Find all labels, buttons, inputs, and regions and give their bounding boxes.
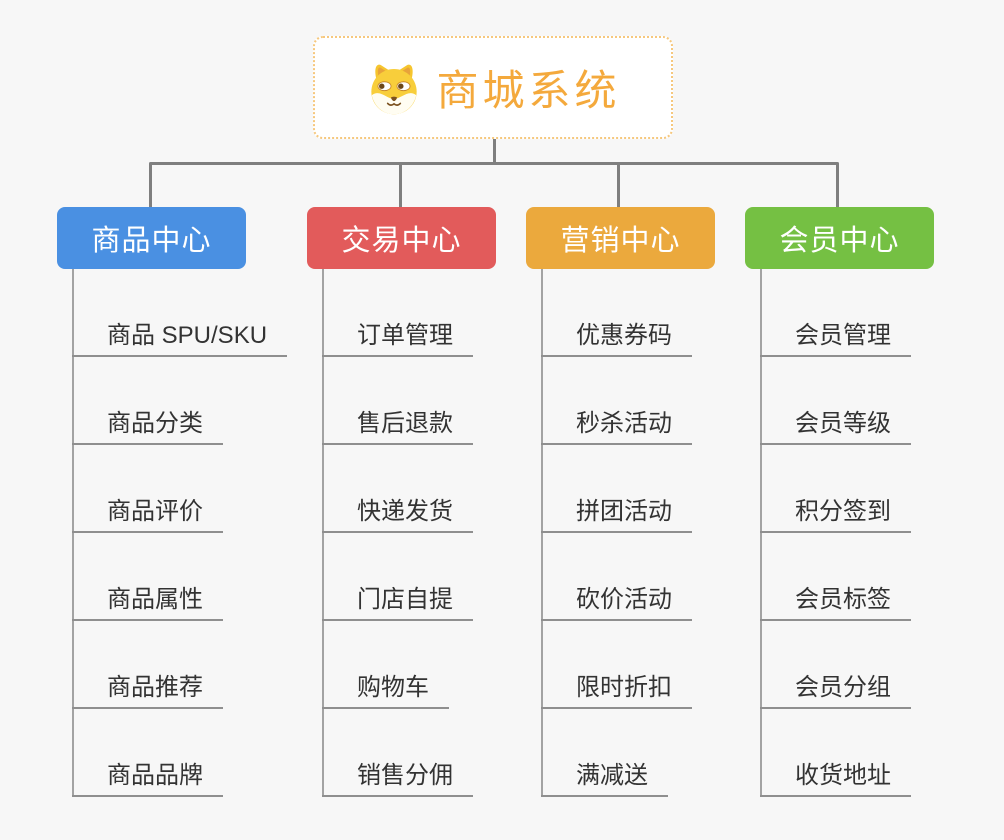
branch: 商品中心 商品 SPU/SKU 商品分类 商品评价 商品属性 商品推荐 商品品牌 bbox=[57, 207, 288, 797]
branch-item[interactable]: 商品 SPU/SKU bbox=[72, 269, 288, 357]
connector-stub-line bbox=[617, 164, 620, 207]
branch-item-label: 会员标签 bbox=[795, 585, 891, 613]
branch-item-label: 快递发货 bbox=[357, 497, 453, 525]
connector-root-drop-line bbox=[493, 139, 496, 165]
branch-item-label: 订单管理 bbox=[357, 321, 453, 349]
branch-item-label: 门店自提 bbox=[357, 585, 453, 613]
branch-header[interactable]: 交易中心 bbox=[307, 207, 496, 269]
branch-item-label: 商品分类 bbox=[107, 409, 203, 437]
branch-label: 交易中心 bbox=[341, 225, 462, 257]
branch-item[interactable]: 秒杀活动 bbox=[541, 357, 692, 445]
branch-item[interactable]: 商品品牌 bbox=[72, 709, 223, 797]
branch-item-label: 拼团活动 bbox=[576, 497, 672, 525]
branch-items: 会员管理 会员等级 积分签到 会员标签 会员分组 收货地址 bbox=[745, 269, 911, 797]
branch-item[interactable]: 满减送 bbox=[541, 709, 668, 797]
branch-item[interactable]: 商品推荐 bbox=[72, 621, 223, 709]
branch-item-label: 商品评价 bbox=[107, 497, 203, 525]
root-topic[interactable]: 商城系统 bbox=[313, 36, 673, 139]
branch-item-label: 销售分佣 bbox=[357, 761, 453, 789]
branch-item-label: 售后退款 bbox=[357, 409, 453, 437]
branch-item-label: 收货地址 bbox=[795, 761, 891, 789]
root-title: 商城系统 bbox=[436, 67, 621, 114]
branch-item[interactable]: 收货地址 bbox=[760, 709, 911, 797]
connector-stub-line bbox=[836, 164, 839, 207]
branch-item[interactable]: 会员等级 bbox=[760, 357, 911, 445]
branch-item-label: 会员等级 bbox=[795, 409, 891, 437]
branch-item[interactable]: 会员分组 bbox=[760, 621, 911, 709]
branch-item[interactable]: 门店自提 bbox=[322, 533, 473, 621]
branch-label: 会员中心 bbox=[779, 225, 900, 257]
branch-items: 订单管理 售后退款 快递发货 门店自提 购物车 销售分佣 bbox=[307, 269, 473, 797]
branch-item-label: 砍价活动 bbox=[576, 585, 672, 613]
branch-header[interactable]: 商品中心 bbox=[57, 207, 246, 269]
branch-item-label: 优惠券码 bbox=[576, 321, 672, 349]
branch-item[interactable]: 会员管理 bbox=[760, 269, 911, 357]
branch-item-label: 满减送 bbox=[576, 761, 648, 789]
branch-item-label: 商品属性 bbox=[107, 585, 203, 613]
branch-item[interactable]: 快递发货 bbox=[322, 445, 473, 533]
branch-item[interactable]: 拼团活动 bbox=[541, 445, 692, 533]
dog-face-icon bbox=[371, 64, 418, 114]
branch-item[interactable]: 砍价活动 bbox=[541, 533, 692, 621]
connector-horizontal-line bbox=[149, 162, 839, 165]
branch-item[interactable]: 订单管理 bbox=[322, 269, 473, 357]
branch-item-label: 购物车 bbox=[357, 673, 429, 701]
branch-item[interactable]: 积分签到 bbox=[760, 445, 911, 533]
branch-item-label: 秒杀活动 bbox=[576, 409, 672, 437]
branch-trunk-line bbox=[72, 269, 74, 797]
branch-item-label: 会员分组 bbox=[795, 673, 891, 701]
branch-item-label: 会员管理 bbox=[795, 321, 891, 349]
branch-item[interactable]: 商品分类 bbox=[72, 357, 223, 445]
branch-item[interactable]: 销售分佣 bbox=[322, 709, 473, 797]
branch-item-label: 商品 SPU/SKU bbox=[107, 321, 268, 349]
branch-item[interactable]: 会员标签 bbox=[760, 533, 911, 621]
branch-item[interactable]: 限时折扣 bbox=[541, 621, 692, 709]
branch-header[interactable]: 会员中心 bbox=[745, 207, 934, 269]
branch-label: 营销中心 bbox=[560, 225, 681, 257]
branch-label: 商品中心 bbox=[91, 225, 212, 257]
branch-item-label: 积分签到 bbox=[795, 497, 891, 525]
connector-stub-line bbox=[399, 164, 402, 207]
branch: 会员中心 会员管理 会员等级 积分签到 会员标签 会员分组 收货地址 bbox=[745, 207, 934, 797]
branch-item-label: 商品品牌 bbox=[107, 761, 203, 789]
branch-items: 优惠券码 秒杀活动 拼团活动 砍价活动 限时折扣 满减送 bbox=[526, 269, 692, 797]
branch-item[interactable]: 商品评价 bbox=[72, 445, 223, 533]
branch: 营销中心 优惠券码 秒杀活动 拼团活动 砍价活动 限时折扣 满减送 bbox=[526, 207, 715, 797]
branch: 交易中心 订单管理 售后退款 快递发货 门店自提 购物车 销售分佣 bbox=[307, 207, 496, 797]
branch-trunk-line bbox=[541, 269, 543, 797]
branch-item[interactable]: 优惠券码 bbox=[541, 269, 692, 357]
branch-trunk-line bbox=[322, 269, 324, 797]
branch-items: 商品 SPU/SKU 商品分类 商品评价 商品属性 商品推荐 商品品牌 bbox=[57, 269, 288, 797]
branch-item-label: 限时折扣 bbox=[576, 673, 672, 701]
branch-item[interactable]: 售后退款 bbox=[322, 357, 473, 445]
branch-header[interactable]: 营销中心 bbox=[526, 207, 715, 269]
branch-item[interactable]: 购物车 bbox=[322, 621, 449, 709]
branch-item-label: 商品推荐 bbox=[107, 673, 203, 701]
branch-trunk-line bbox=[760, 269, 762, 797]
connector-stub-line bbox=[149, 164, 152, 207]
branch-item[interactable]: 商品属性 bbox=[72, 533, 223, 621]
